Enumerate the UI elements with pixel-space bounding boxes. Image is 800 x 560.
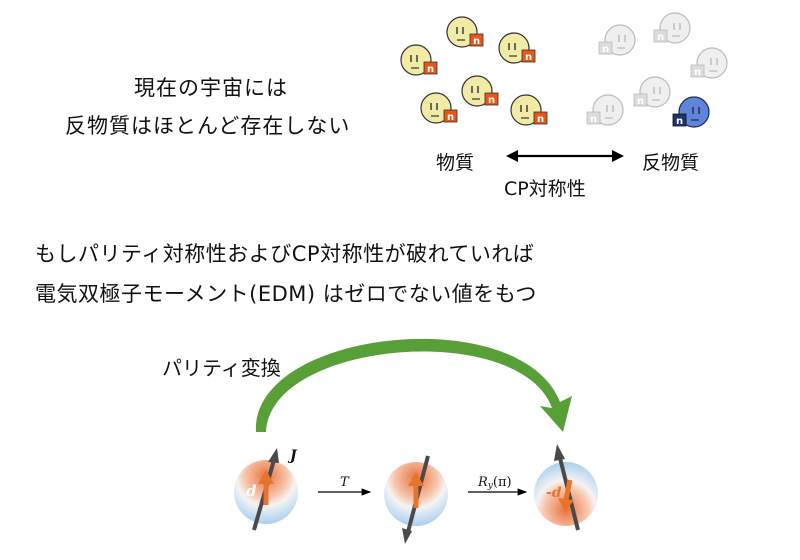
ghost-particle: [653, 12, 691, 44]
parity-transform-label: パリティ変換: [162, 356, 281, 380]
matter-particle: [461, 75, 499, 107]
ghost-particle: [633, 76, 671, 108]
cp-double-arrow: [506, 150, 624, 162]
rotation-arrow: Ry(π): [468, 475, 528, 496]
dipole-sphere-3: -d: [534, 444, 598, 531]
cp-symmetry-label: CP対称性: [504, 178, 586, 200]
spin-label: J: [287, 448, 298, 464]
dipole-sphere-1: J d: [234, 448, 298, 531]
ghost-particle: [690, 47, 728, 79]
antimatter-particles: [586, 12, 728, 128]
dipole-sphere-2: [384, 455, 448, 544]
dipole-label: d: [246, 482, 257, 500]
intro-line-2: 反物質はほとんど存在しない: [65, 114, 351, 138]
time-reversal-arrow: T: [318, 475, 372, 496]
ghost-particle: [586, 94, 624, 126]
negative-dipole-label: -d: [546, 485, 562, 501]
matter-particle: [400, 44, 438, 76]
statement-line-2: 電気双極子モーメント(EDM) はゼロでない値をもつ: [35, 282, 537, 306]
intro-line-1: 現在の宇宙には: [134, 76, 288, 100]
matter-particles: [400, 16, 548, 126]
antimatter-label: 反物質: [642, 152, 700, 174]
antimatter-particle: [672, 96, 710, 128]
t-label: T: [340, 475, 350, 490]
statement-line-1: もしパリティ対称性およびCP対称性が破れていれば: [35, 242, 535, 266]
matter-label: 物質: [436, 152, 475, 174]
matter-particle: [510, 94, 548, 126]
r-label: Ry(π): [477, 475, 512, 491]
parity-arrow: [255, 338, 572, 432]
ghost-particle: [598, 24, 636, 56]
matter-particle: [420, 92, 458, 124]
matter-particle: [446, 16, 484, 48]
matter-particle: [498, 32, 536, 64]
